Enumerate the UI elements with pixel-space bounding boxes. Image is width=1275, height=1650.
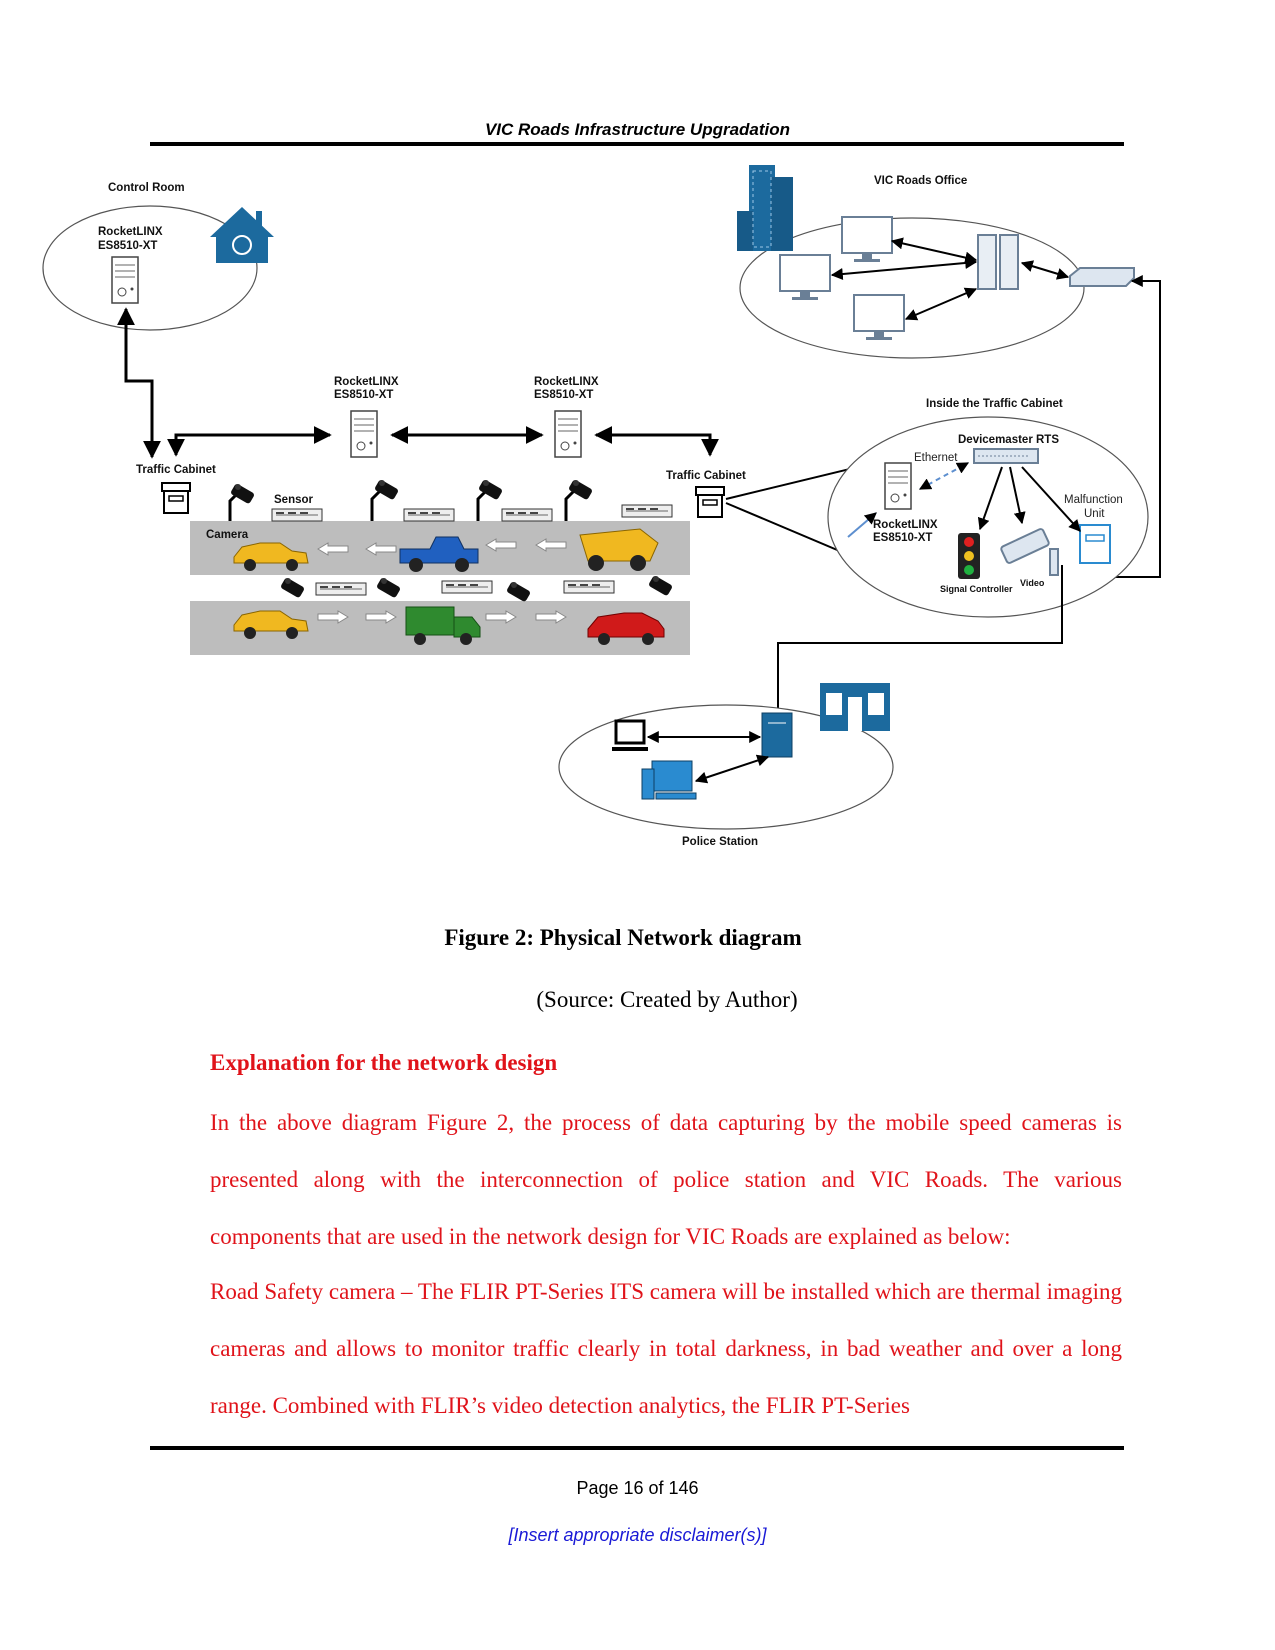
body-paragraph-1: In the above diagram Figure 2, the proce… [210,1110,1122,1249]
sensor-icon [441,580,493,594]
traffic-cabinet-label-right: Traffic Cabinet [666,470,746,482]
camera-icon [648,575,674,597]
malfunction-label-2: Unit [1084,508,1105,520]
police-building-icon [820,683,890,731]
malfunction-unit-icon [1079,524,1111,564]
rocketlinx-model-1: ES8510-XT [98,240,157,252]
body-paragraph-2: Road Safety camera – The FLIR PT-Series … [210,1279,1122,1418]
devicemaster-icon [973,448,1039,464]
disclaimer: [Insert appropriate disclaimer(s)] [508,1525,767,1545]
camera-icon [568,479,594,501]
sensor-icon [403,508,455,522]
control-room-label: Control Room [108,182,185,194]
truck-icon [405,606,481,645]
sensor-icon [621,504,673,518]
header-rule [150,142,1124,146]
router-house-icon [210,207,274,263]
malfunction-label-1: Malfunction [1064,494,1123,506]
camera-label: Camera [206,529,249,541]
desktop-icon [612,719,648,751]
switch-icon [1069,267,1135,287]
video-label: Video [1020,578,1045,588]
inside-cabinet-label: Inside the Traffic Cabinet [926,398,1063,410]
signal-controller-label: Signal Controller [940,584,1013,594]
dump-truck-icon [579,528,659,571]
sensor-icon [271,508,323,522]
section-heading: Explanation for the network design [210,1050,558,1075]
traffic-cabinet-label-left: Traffic Cabinet [136,464,216,476]
traffic-light-icon [958,533,980,579]
footer-rule [150,1446,1124,1450]
figure-caption: Figure 2: Physical Network diagram [444,925,802,950]
server-tower-icon [761,712,793,758]
rocketlinx-label-4: RocketLINX [873,519,938,531]
car-icon [233,610,309,639]
server-icon [884,462,912,510]
rocketlinx-label-1: RocketLINX [98,226,163,238]
camera-icon [374,479,400,501]
camera-icon [230,483,256,505]
server-icon [350,410,378,458]
rocketlinx-model-2: ES8510-XT [334,389,393,401]
police-station-label: Police Station [682,836,758,848]
car-icon [233,542,309,571]
camera-icon [280,577,306,599]
server-rack-icon [977,234,1019,290]
sensor-label: Sensor [274,494,314,506]
workstation-icon [641,760,697,800]
camera-icon [376,577,402,599]
traffic-cabinet-icon [161,482,191,514]
camera-icon [506,581,532,603]
page-number: Page 16 of 146 [576,1478,699,1498]
network-diagram: Control Room RocketLINX ES8510-XT VIC Ro… [42,165,1161,848]
sensor-icon [315,582,367,596]
ethernet-label: Ethernet [914,452,958,464]
rocketlinx-label-2: RocketLINX [334,376,399,388]
rocketlinx-model-3: ES8510-XT [534,389,593,401]
pickup-truck-icon [399,536,479,572]
sensor-icon [563,580,615,594]
rocketlinx-model-4: ES8510-XT [873,532,932,544]
traffic-cabinet-icon [695,486,725,518]
camera-pole [228,489,576,521]
video-camera-icon [1000,528,1059,576]
server-icon [554,410,582,458]
sensor-icon [501,508,553,522]
sports-car-icon [587,612,665,645]
office-building-icon [737,165,793,251]
running-header: VIC Roads Infrastructure Upgradation [484,120,791,139]
rocketlinx-label-3: RocketLINX [534,376,599,388]
figure-source: (Source: Created by Author) [536,987,798,1012]
devicemaster-label: Devicemaster RTS [958,434,1059,446]
vic-office-label: VIC Roads Office [874,175,967,187]
server-icon [111,256,139,304]
